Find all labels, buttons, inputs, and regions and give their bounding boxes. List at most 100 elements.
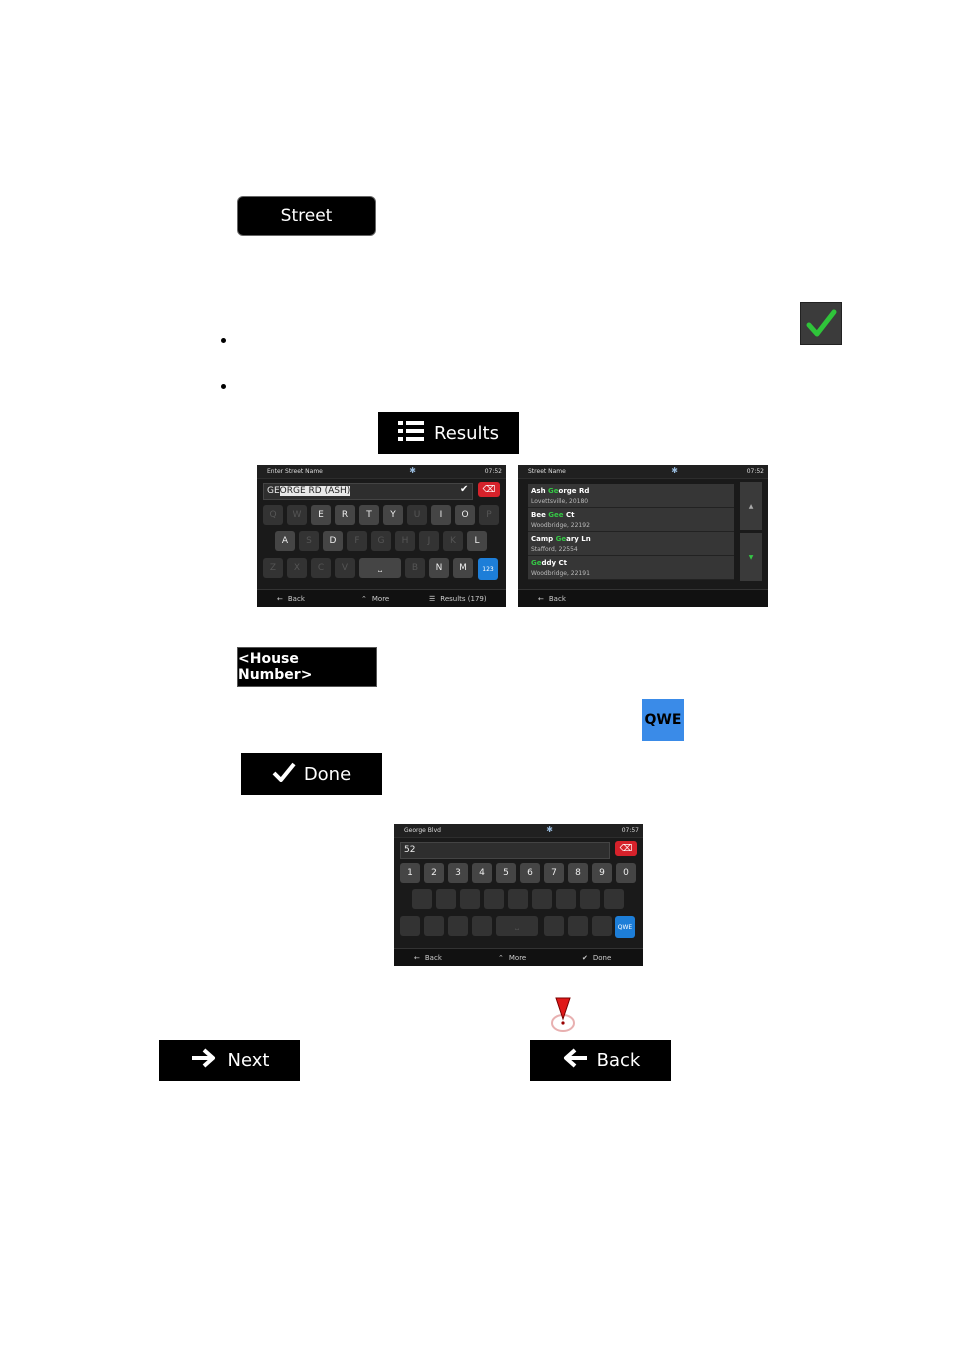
done-softkey[interactable]: ✔ Done	[582, 949, 611, 966]
result-location: Woodbridge, 22192	[531, 522, 590, 529]
key-blank[interactable]	[460, 889, 480, 909]
key-f[interactable]: F	[347, 531, 367, 551]
key-blank[interactable]	[556, 889, 576, 909]
more-softkey-label: More	[371, 594, 390, 603]
key-1[interactable]: 1	[400, 863, 420, 883]
more-softkey[interactable]: ⌃ More	[498, 949, 526, 966]
key-c[interactable]: C	[311, 558, 331, 578]
key-x[interactable]: X	[287, 558, 307, 578]
key-blank[interactable]	[592, 916, 612, 936]
key-9[interactable]: 9	[592, 863, 612, 883]
map-pin-icon	[548, 995, 578, 1035]
numeric-key[interactable]: 123	[478, 558, 498, 580]
key-4[interactable]: 4	[472, 863, 492, 883]
key-v[interactable]: V	[335, 558, 355, 578]
back-softkey[interactable]: ← Back	[538, 590, 566, 607]
key-r[interactable]: R	[335, 505, 355, 525]
results-button[interactable]: Results	[378, 412, 519, 454]
key-e[interactable]: E	[311, 505, 331, 525]
key-z[interactable]: Z	[263, 558, 283, 578]
space-key[interactable]: ⎵	[496, 916, 538, 936]
key-h[interactable]: H	[395, 531, 415, 551]
street-button-label: Street	[280, 206, 333, 226]
key-0[interactable]: 0	[616, 863, 636, 883]
house-number-input[interactable]: 52	[400, 842, 610, 859]
key-m[interactable]: M	[453, 558, 473, 578]
next-button[interactable]: Next	[159, 1040, 300, 1081]
result-name: Camp	[531, 535, 556, 543]
delete-key[interactable]: ⌫	[615, 841, 637, 856]
result-name: Bee	[531, 511, 549, 519]
key-7[interactable]: 7	[544, 863, 564, 883]
key-a[interactable]: A	[275, 531, 295, 551]
street-results-screen: Street Name ✱ 07:52 Ash George Rd Lovett…	[518, 465, 768, 607]
results-softkey[interactable]: ☰ Results (179)	[429, 590, 487, 607]
result-row[interactable]: Bee Gee Ct Woodbridge, 22192	[528, 508, 734, 532]
back-button[interactable]: Back	[530, 1040, 671, 1081]
key-6[interactable]: 6	[520, 863, 540, 883]
key-i[interactable]: I	[431, 505, 451, 525]
key-blank[interactable]	[580, 889, 600, 909]
key-blank[interactable]	[568, 916, 588, 936]
key-j[interactable]: J	[419, 531, 439, 551]
key-blank[interactable]	[544, 916, 564, 936]
delete-key[interactable]: ⌫	[478, 482, 500, 497]
key-l[interactable]: L	[467, 531, 487, 551]
key-blank[interactable]	[400, 916, 420, 936]
done-button[interactable]: Done	[241, 753, 382, 795]
key-d[interactable]: D	[323, 531, 343, 551]
gps-icon: ✱	[546, 825, 553, 834]
result-row[interactable]: Geddy Ct Woodbridge, 22191	[528, 556, 734, 580]
qwe-keyboard-key[interactable]: QWE	[615, 916, 635, 938]
result-row[interactable]: Ash George Rd Lovettsville, 20180	[528, 484, 734, 508]
arrow-left-icon: ←	[538, 594, 544, 603]
key-u[interactable]: U	[407, 505, 427, 525]
key-p[interactable]: P	[479, 505, 499, 525]
key-5[interactable]: 5	[496, 863, 516, 883]
key-g[interactable]: G	[371, 531, 391, 551]
next-button-label: Next	[227, 1050, 270, 1071]
chevron-up-icon: ⌃	[498, 953, 504, 962]
key-blank[interactable]	[604, 889, 624, 909]
street-keyboard-screen: Enter Street Name ✱ 07:52 GEORGE RD (ASH…	[257, 465, 506, 607]
key-w[interactable]: W	[287, 505, 307, 525]
key-s[interactable]: S	[299, 531, 319, 551]
key-8[interactable]: 8	[568, 863, 588, 883]
qwe-key[interactable]: QWE	[642, 699, 684, 741]
key-blank[interactable]	[412, 889, 432, 909]
results-button-label: Results	[434, 422, 499, 444]
checkmark-icon	[272, 762, 296, 787]
key-2[interactable]: 2	[424, 863, 444, 883]
street-input[interactable]: GEORGE RD (ASH)	[263, 483, 473, 500]
key-blank[interactable]	[532, 889, 552, 909]
key-b[interactable]: B	[405, 558, 425, 578]
result-location: Stafford, 22554	[531, 546, 578, 553]
key-blank[interactable]	[448, 916, 468, 936]
key-blank[interactable]	[472, 916, 492, 936]
back-softkey[interactable]: ← Back	[277, 590, 305, 607]
back-softkey-label: Back	[424, 953, 442, 962]
key-o[interactable]: O	[455, 505, 475, 525]
space-key[interactable]: ⎵	[359, 558, 401, 578]
result-row[interactable]: Camp Geary Ln Stafford, 22554	[528, 532, 734, 556]
key-t[interactable]: T	[359, 505, 379, 525]
key-y[interactable]: Y	[383, 505, 403, 525]
key-q[interactable]: Q	[263, 505, 283, 525]
key-3[interactable]: 3	[448, 863, 468, 883]
result-name-rest: orge Rd	[558, 487, 590, 495]
scroll-up-button[interactable]: ▲	[740, 482, 762, 530]
street-button[interactable]: Street	[237, 196, 376, 236]
key-blank[interactable]	[436, 889, 456, 909]
key-k[interactable]: K	[443, 531, 463, 551]
key-n[interactable]: N	[429, 558, 449, 578]
house-number-button[interactable]: <House Number>	[237, 647, 377, 687]
key-blank[interactable]	[508, 889, 528, 909]
key-blank[interactable]	[424, 916, 444, 936]
arrow-left-icon: ←	[277, 594, 283, 603]
result-match: Ge	[531, 559, 542, 567]
key-blank[interactable]	[484, 889, 504, 909]
confirm-icon[interactable]: ✔	[460, 484, 469, 495]
back-softkey[interactable]: ← Back	[414, 949, 442, 966]
more-softkey[interactable]: ⌃ More	[361, 590, 389, 607]
scroll-down-button[interactable]: ▼	[740, 533, 762, 581]
